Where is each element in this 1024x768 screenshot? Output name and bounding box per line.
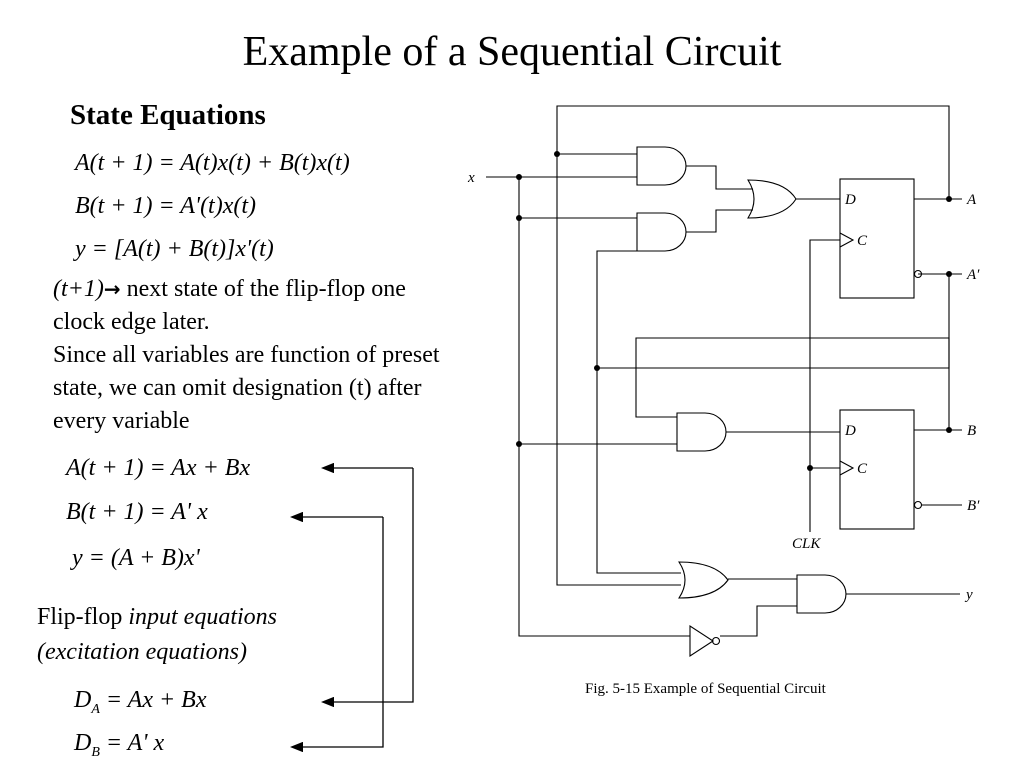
label-x: x (467, 170, 475, 186)
explanation-line-3: Since all variables are function of pres… (53, 342, 440, 368)
ff-b-inverted-output (913, 500, 923, 510)
flipflop-heading-plain: Flip-flop (37, 604, 129, 630)
wire-aprime-to-and2 (596, 250, 637, 368)
wire-b-feedback (635, 337, 950, 430)
simplified-equation-b: B(t + 1) = A' x (66, 499, 208, 525)
ff-a-inverted-output (913, 269, 923, 279)
label-a-prime: A′ (966, 267, 980, 283)
wire-not-out (720, 605, 797, 637)
and-gate-4 (796, 574, 847, 614)
input-equation-da: DA = Ax + Bx (74, 687, 207, 718)
label-ff-a-c: C (857, 233, 868, 249)
or-gate-2 (677, 561, 729, 599)
connector-da (321, 468, 414, 708)
connector-db (290, 517, 384, 753)
clock-triangle-a (839, 232, 855, 248)
state-equation-b: B(t + 1) = A'(t)x(t) (75, 193, 257, 219)
label-b: B (967, 423, 976, 439)
not-gate (689, 624, 715, 658)
junction-dots (516, 151, 952, 471)
wire-a-feedback (556, 105, 950, 586)
label-y: y (964, 587, 973, 603)
or-gate-1 (747, 179, 797, 219)
explanation-line-4: state, we can omit designation (t) after (53, 375, 422, 401)
state-equation-y: y = [A(t) + B(t)]x'(t) (75, 236, 274, 262)
db-subscript: B (91, 744, 100, 760)
page-title: Example of a Sequential Circuit (242, 29, 782, 75)
wire-aprime-feedback (597, 273, 950, 369)
flip-flop-b (839, 409, 915, 530)
wire-aprime-down (596, 368, 681, 574)
section-heading: State Equations (70, 99, 266, 131)
explanation-line-1-text: next state of the flip-flop one (120, 276, 406, 302)
wire-clk (809, 239, 840, 532)
label-clk: CLK (792, 536, 821, 552)
da-rhs: = Ax + Bx (99, 687, 207, 713)
wire-x-vertical (518, 177, 690, 637)
wire-and2-out (686, 209, 753, 233)
db-rhs: = A' x (99, 730, 165, 756)
label-ff-b-d: D (844, 423, 856, 439)
label-ff-b-c: C (857, 461, 868, 477)
input-equation-db: DB = A' x (74, 730, 164, 761)
label-a: A (966, 192, 977, 208)
simplified-equation-a: A(t + 1) = Ax + Bx (66, 455, 251, 481)
db-variable: D (74, 730, 92, 756)
and-gate-1 (636, 146, 687, 186)
connector-arrows (290, 462, 414, 753)
explanation-line-1: (t+1)→ next state of the flip-flop one (53, 276, 406, 303)
flipflop-heading-italic: input equations (128, 604, 278, 630)
da-variable: D (74, 687, 92, 713)
explanation-line-2: clock edge later. (53, 309, 210, 335)
simplified-equation-y: y = (A + B)x' (72, 545, 200, 571)
flip-flop-a (839, 178, 915, 299)
da-subscript: A (91, 701, 100, 717)
flipflop-subheading: (excitation equations) (37, 639, 247, 665)
state-equation-a: A(t + 1) = A(t)x(t) + B(t)x(t) (75, 150, 350, 176)
and-gate-2 (636, 212, 687, 252)
explanation-line-5: every variable (53, 408, 190, 434)
wire-and1-out (686, 165, 753, 190)
figure-caption: Fig. 5-15 Example of Sequential Circuit (585, 681, 826, 697)
clock-triangle-b (839, 460, 855, 476)
label-b-prime: B′ (967, 498, 980, 514)
next-state-term: (t+1) (53, 276, 104, 302)
and-gate-3 (676, 412, 727, 452)
label-ff-a-d: D (844, 192, 856, 208)
flipflop-heading: Flip-flop input equations (37, 604, 277, 631)
arrow-icon: → (103, 277, 121, 301)
